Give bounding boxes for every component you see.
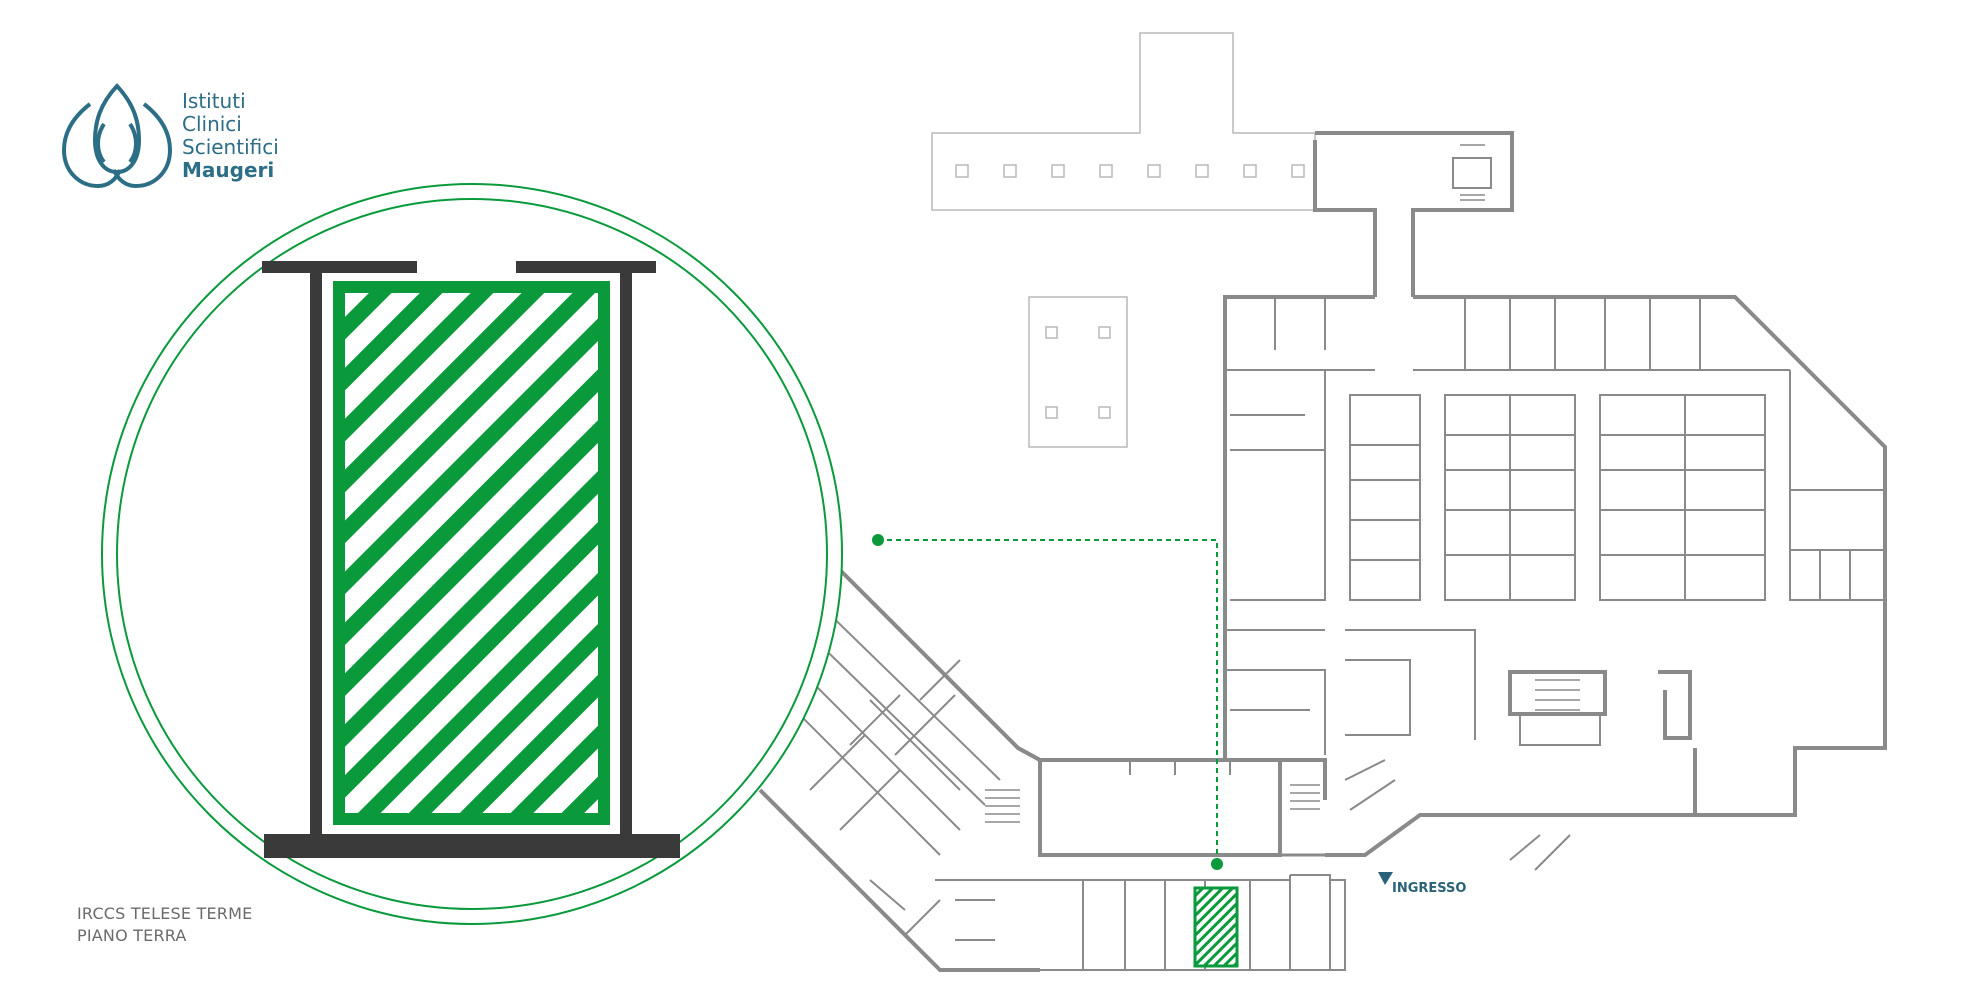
logo-text: Istituti Clinici Scientifici Maugeri — [182, 90, 279, 182]
floor-caption: IRCCS TELESE TERME PIANO TERRA — [77, 903, 252, 947]
entrance-arrow-icon — [1378, 872, 1393, 885]
main-building-walls — [758, 131, 1887, 972]
connector-start-dot — [872, 534, 884, 546]
zoom-magnifier — [101, 183, 843, 925]
logo-line-3: Scientifici — [182, 135, 279, 159]
logo-line-1: Istituti — [182, 89, 246, 113]
lotus-drop-logo-icon — [61, 83, 173, 189]
connector-end-dot — [1211, 858, 1223, 870]
caption-site: IRCCS TELESE TERME — [77, 904, 253, 923]
caption-floor: PIANO TERRA — [77, 926, 187, 945]
zoom-connector — [872, 534, 1223, 870]
upper-annex — [931, 32, 1316, 448]
highlighted-room-zoomed — [333, 281, 610, 825]
entrance-label: INGRESSO — [1392, 881, 1467, 896]
logo-brand: Maugeri — [182, 158, 275, 182]
logo-line-2: Clinici — [182, 112, 242, 136]
highlighted-room[interactable] — [1193, 886, 1239, 968]
